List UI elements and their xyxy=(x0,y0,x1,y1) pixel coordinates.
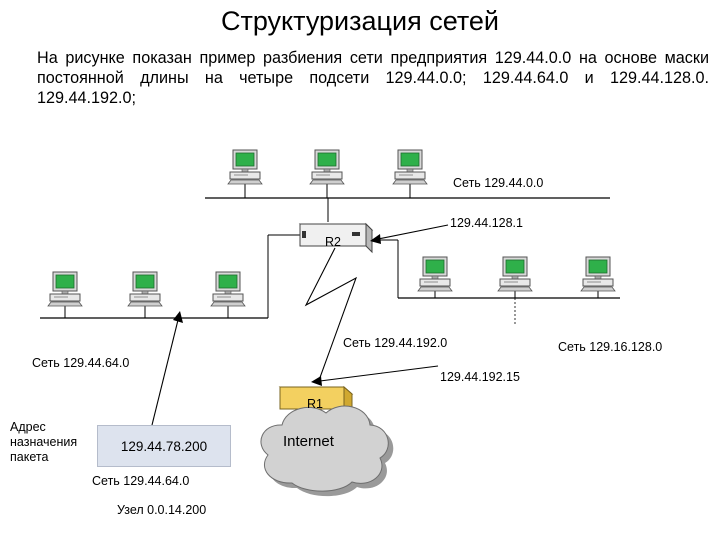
computer-icon xyxy=(580,256,616,292)
computer-icon xyxy=(417,256,453,292)
router-icon xyxy=(298,222,374,254)
computer-icon xyxy=(227,149,263,185)
internet-label: Internet xyxy=(283,433,334,450)
packet-address: 129.44.78.200 xyxy=(120,438,208,454)
packet-address-box: 129.44.78.200 xyxy=(97,425,231,467)
r2-ip-label: 129.44.128.1 xyxy=(450,216,523,230)
packet-address-caption: Адрес назначения пакета xyxy=(10,420,80,465)
computer-icon xyxy=(309,149,345,185)
computer-icon xyxy=(127,271,163,307)
packet-caption-text: Адрес назначения пакета xyxy=(10,420,78,464)
packet-net-label: Сеть 129.44.64.0 xyxy=(92,474,190,488)
computer-icon xyxy=(392,149,428,185)
computer-icon xyxy=(210,271,246,307)
packet-node-label: Узел 0.0.14.200 xyxy=(117,503,207,517)
net-16-label: Сеть 129.16.128.0 xyxy=(558,340,663,354)
r2-label: R2 xyxy=(325,235,341,249)
slide-title: Структуризация сетей xyxy=(220,6,499,36)
computer-icon xyxy=(497,256,533,292)
net-64-label: Сеть 129.44.64.0 xyxy=(32,356,130,370)
intro-text: На рисунке показан пример разбиения сети… xyxy=(37,49,709,107)
cloud-icon xyxy=(260,405,394,497)
net-192-label: Сеть 129.44.192.0 xyxy=(343,336,448,350)
computer-icon xyxy=(47,271,83,307)
r1-ip-label: 129.44.192.15 xyxy=(440,370,520,384)
router-icon xyxy=(278,385,354,418)
r1-label: R1 xyxy=(307,397,323,411)
net-top-label: Сеть 129.44.0.0 xyxy=(453,176,544,190)
